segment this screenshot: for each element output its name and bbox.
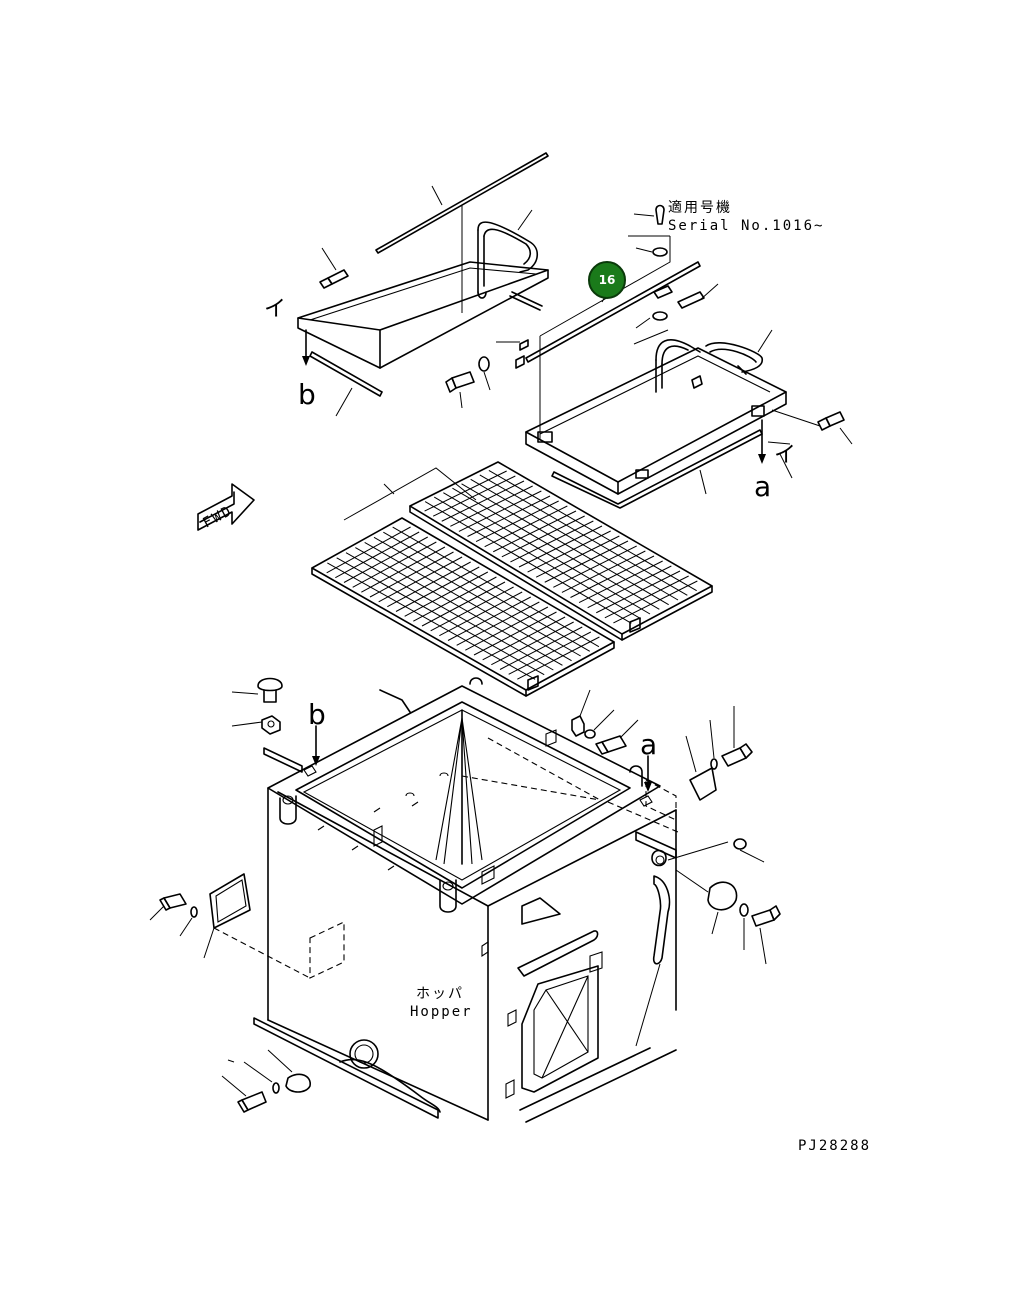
serial-label-jp: 適用号機: [668, 199, 732, 216]
marker-a-top: a: [754, 470, 771, 503]
hopper-label-jp: ホッパ: [416, 986, 464, 1002]
center-fasteners: [445, 204, 719, 440]
marker-b-bottom: b: [308, 698, 326, 731]
callout-16[interactable]: 16: [588, 261, 626, 299]
left-lid-assembly: [297, 152, 549, 417]
marker-a-bottom: a: [640, 728, 657, 761]
hopper-body: [213, 677, 679, 1123]
fwd-label: FWD: [200, 503, 235, 532]
serial-label-en: Serial No.1016~: [668, 218, 824, 234]
screen-panel-front: [311, 517, 615, 697]
hopper-fasteners: [149, 677, 781, 1113]
text-labels: 適用号機 Serial No.1016~ ホッパ Hopper PJ28288 …: [264, 199, 871, 1154]
part-code-label: PJ28288: [798, 1138, 871, 1154]
fwd-direction-mark: FWD: [197, 483, 255, 532]
marker-i-left: イ: [264, 297, 286, 322]
right-lid-assembly: [525, 329, 853, 509]
marker-b-top: b: [298, 378, 316, 411]
marker-i-right: イ: [774, 443, 796, 468]
callout-16-number[interactable]: 16: [599, 273, 616, 287]
screen-panels: [311, 461, 713, 697]
callout-16-circle[interactable]: [588, 261, 626, 299]
screen-panel-back: [409, 461, 713, 641]
hopper-label-en: Hopper: [410, 1004, 473, 1020]
